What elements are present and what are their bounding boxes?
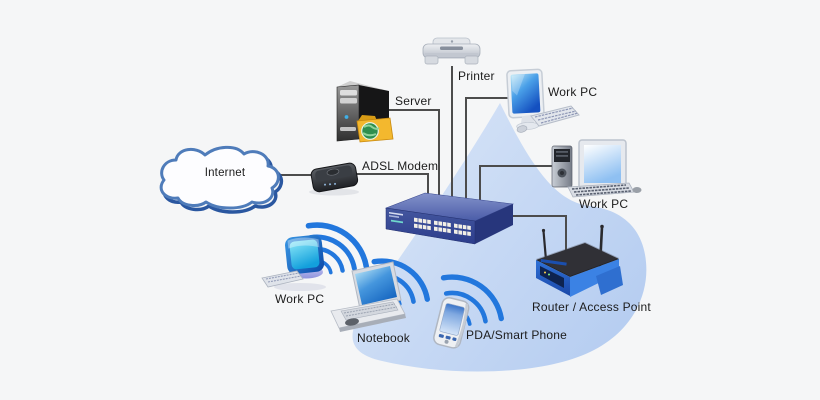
- cable-server-switch: [388, 109, 440, 198]
- network-switch-icon: [384, 192, 515, 245]
- adsl-modem-label: ADSL Modem: [362, 159, 439, 173]
- cable-workpc-right-switch: [479, 165, 554, 205]
- notebook-label: Notebook: [357, 331, 410, 345]
- work-pc-top-label: Work PC: [548, 85, 598, 99]
- router-label: Router / Access Point: [532, 300, 651, 314]
- notebook-icon: [330, 261, 406, 332]
- internet-label: Internet: [204, 167, 246, 179]
- printer-icon: [422, 37, 481, 65]
- pda-label: PDA/Smart Phone: [466, 328, 568, 342]
- pda-smartphone-icon: [433, 297, 470, 349]
- cable-workpc-top-switch: [465, 97, 511, 202]
- cable-switch-router: [502, 215, 567, 256]
- shared-folder-icon: [356, 115, 394, 143]
- printer-label: Printer: [458, 69, 495, 83]
- wireless-zone-highlight: [352, 103, 647, 372]
- server-label: Server: [395, 94, 432, 108]
- work-pc-right-icon: [551, 139, 642, 198]
- work-pc-wireless-icon: [261, 234, 326, 291]
- internet-cloud-icon: [159, 145, 284, 214]
- work-pc-wireless-label: Work PC: [275, 292, 325, 306]
- work-pc-top-icon: [506, 68, 580, 133]
- adsl-modem-icon: [309, 162, 359, 196]
- cable-modem-switch: [352, 173, 429, 200]
- server-icon: [336, 81, 394, 143]
- router-access-point-icon: [536, 224, 623, 297]
- work-pc-right-label: Work PC: [579, 197, 629, 211]
